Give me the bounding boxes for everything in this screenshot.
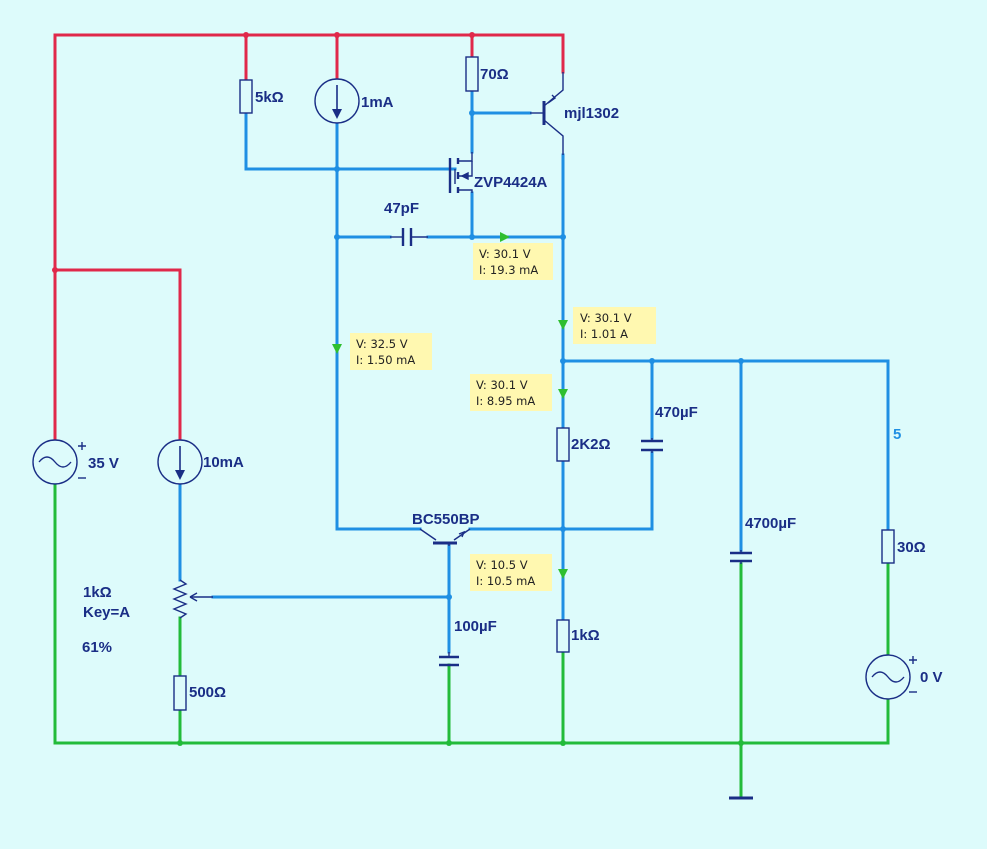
- label-c-100uf: 100µF: [454, 618, 497, 635]
- label-r-2k2: 2K2Ω: [571, 436, 611, 453]
- label-c-47pf: 47pF: [384, 200, 419, 217]
- potentiometer-1k-icon[interactable]: [172, 579, 213, 619]
- current-arrow-icon: [332, 344, 342, 354]
- capacitor-47pf-icon[interactable]: [390, 228, 428, 246]
- junction-dot: [649, 358, 655, 364]
- label-net-5: 5: [893, 426, 901, 443]
- junction-dot: [560, 358, 566, 364]
- label-v-0v: 0 V: [920, 669, 943, 686]
- probe-3-current: I: 1.50 mA: [356, 353, 415, 367]
- junction-dot: [738, 358, 744, 364]
- current-arrow-icon: [558, 389, 568, 399]
- probe-2-voltage: V: 30.1 V: [580, 311, 632, 325]
- probe-4-current: I: 8.95 mA: [476, 394, 535, 408]
- resistor-2k2-icon[interactable]: [556, 427, 570, 462]
- resistor-500-icon[interactable]: [173, 675, 187, 711]
- label-r-1k: 1kΩ: [571, 627, 600, 644]
- junction-dot: [560, 740, 566, 746]
- probe-3[interactable]: V: 32.5 V I: 1.50 mA: [350, 333, 432, 370]
- capacitor-100uf-icon[interactable]: [439, 652, 459, 667]
- probe-3-voltage: V: 32.5 V: [356, 337, 408, 351]
- resistor-70-icon[interactable]: [465, 56, 479, 92]
- transistor-mjl1302-icon[interactable]: [530, 72, 564, 155]
- label-m-zvp4424a: ZVP4424A: [474, 174, 548, 191]
- label-q-mjl1302: mjl1302: [564, 105, 619, 122]
- signal-wires: [178, 89, 890, 654]
- label-r-70: 70Ω: [480, 66, 509, 83]
- label-c-470uf: 470µF: [655, 404, 698, 421]
- probe-4-voltage: V: 30.1 V: [476, 378, 528, 392]
- label-pot-value: 1kΩ: [83, 584, 112, 601]
- mosfet-zvp4424a-icon[interactable]: [448, 152, 473, 193]
- junction-dot: [560, 526, 566, 532]
- junction-dot: [334, 166, 340, 172]
- probe-5[interactable]: V: 10.5 V I: 10.5 mA: [470, 554, 552, 591]
- probe-4[interactable]: V: 30.1 V I: 8.95 mA: [470, 374, 552, 411]
- junction-dot: [446, 594, 452, 600]
- junction-dot: [738, 740, 744, 746]
- transistor-bc550bp-icon[interactable]: [419, 528, 471, 546]
- junction-dot: [334, 234, 340, 240]
- current-source-1ma-icon[interactable]: [314, 78, 360, 124]
- junction-dot: [243, 32, 249, 38]
- current-arrow-icon: [558, 320, 568, 330]
- probe-5-current: I: 10.5 mA: [476, 574, 535, 588]
- label-r-5k: 5kΩ: [255, 89, 284, 106]
- label-pot-percent: 61%: [82, 639, 112, 656]
- label-r-30: 30Ω: [897, 539, 926, 556]
- junction-dot: [177, 740, 183, 746]
- ground-wires: [53, 482, 890, 799]
- probe-2-current: I: 1.01 A: [580, 327, 628, 341]
- resistor-5k-icon[interactable]: [239, 79, 253, 114]
- junction-dot: [334, 32, 340, 38]
- probe-1-voltage: V: 30.1 V: [479, 247, 531, 261]
- capacitor-4700uf-icon[interactable]: [730, 550, 752, 564]
- probe-1[interactable]: V: 30.1 V I: 19.3 mA: [473, 243, 553, 280]
- junction-dot: [560, 234, 566, 240]
- probe-2[interactable]: V: 30.1 V I: 1.01 A: [573, 307, 656, 344]
- probe-1-current: I: 19.3 mA: [479, 263, 538, 277]
- current-arrow-icon: [500, 232, 510, 242]
- current-source-10ma-icon[interactable]: [157, 439, 203, 485]
- label-pot-key: Key=A: [83, 604, 130, 621]
- current-arrow-icon: [558, 569, 568, 579]
- junction-dot: [52, 267, 58, 273]
- probe-5-voltage: V: 10.5 V: [476, 558, 528, 572]
- label-r-500: 500Ω: [189, 684, 226, 701]
- resistor-30-icon[interactable]: [881, 529, 895, 564]
- positive-rail-wires: [53, 33, 565, 442]
- current-arrows: [332, 232, 568, 579]
- junction-dot: [469, 110, 475, 116]
- label-i-1ma: 1mA: [361, 94, 394, 111]
- label-v-35v: 35 V: [88, 455, 119, 472]
- capacitor-470uf-icon[interactable]: [641, 438, 663, 453]
- junction-dot: [469, 234, 475, 240]
- junction-dot: [469, 32, 475, 38]
- junction-dot: [446, 740, 452, 746]
- label-c-4700uf: 4700µF: [745, 515, 796, 532]
- junctions: [52, 32, 744, 746]
- label-q-bc550bp: BC550BP: [412, 511, 480, 528]
- voltage-source-35v-icon[interactable]: [32, 439, 86, 485]
- label-i-10ma: 10mA: [203, 454, 244, 471]
- resistor-1k-icon[interactable]: [556, 619, 570, 653]
- voltage-source-0v-icon[interactable]: [865, 654, 917, 700]
